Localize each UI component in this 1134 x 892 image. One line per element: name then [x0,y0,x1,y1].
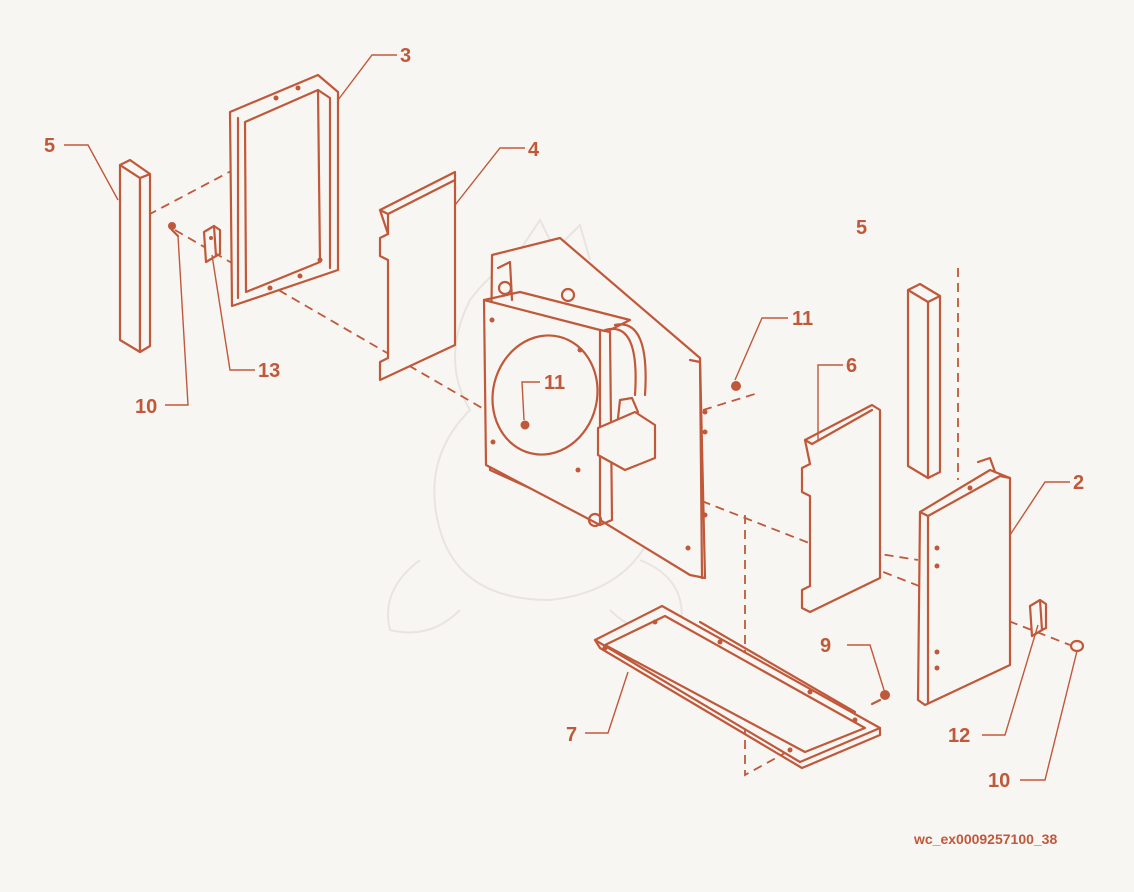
callout-10-right: 10 [988,770,1010,792]
part-12-bracket-right [1028,598,1048,638]
callout-4: 4 [528,139,540,161]
callout-7: 7 [566,724,577,746]
part-7-bottom-tray [593,604,882,770]
callout-10-left: 10 [135,396,157,418]
reference-code: wc_ex0009257100_38 [913,831,1057,847]
part-5-left-bar [118,158,152,354]
callout-6: 6 [846,355,857,377]
callout-12: 12 [948,725,970,747]
part-13-bracket-left [202,224,222,264]
part-5-right-bar [906,282,942,480]
part-2-side-panel [916,456,1012,707]
callout-9: 9 [820,635,831,657]
part-10-bolt-right [1069,639,1085,653]
callout-5-right: 5 [856,217,867,239]
callout-labels: 3 4 5 5 13 10 11 11 6 2 9 7 12 10 [44,45,1084,792]
part-11-fastener [731,381,741,391]
callout-11-center: 11 [544,372,565,394]
leader-lines [64,54,1078,781]
part-9-bolt [870,690,890,706]
callout-13: 13 [258,360,280,382]
callout-2: 2 [1073,472,1084,494]
callout-5-left: 5 [44,135,55,157]
part-10-bolt-left [168,222,180,238]
radiator-assembly [482,236,708,580]
callout-3: 3 [400,45,411,67]
part-3-frame [228,73,340,308]
part-4-panel [378,170,457,382]
callout-11-top: 11 [792,308,813,330]
part-6-panel [800,403,882,614]
